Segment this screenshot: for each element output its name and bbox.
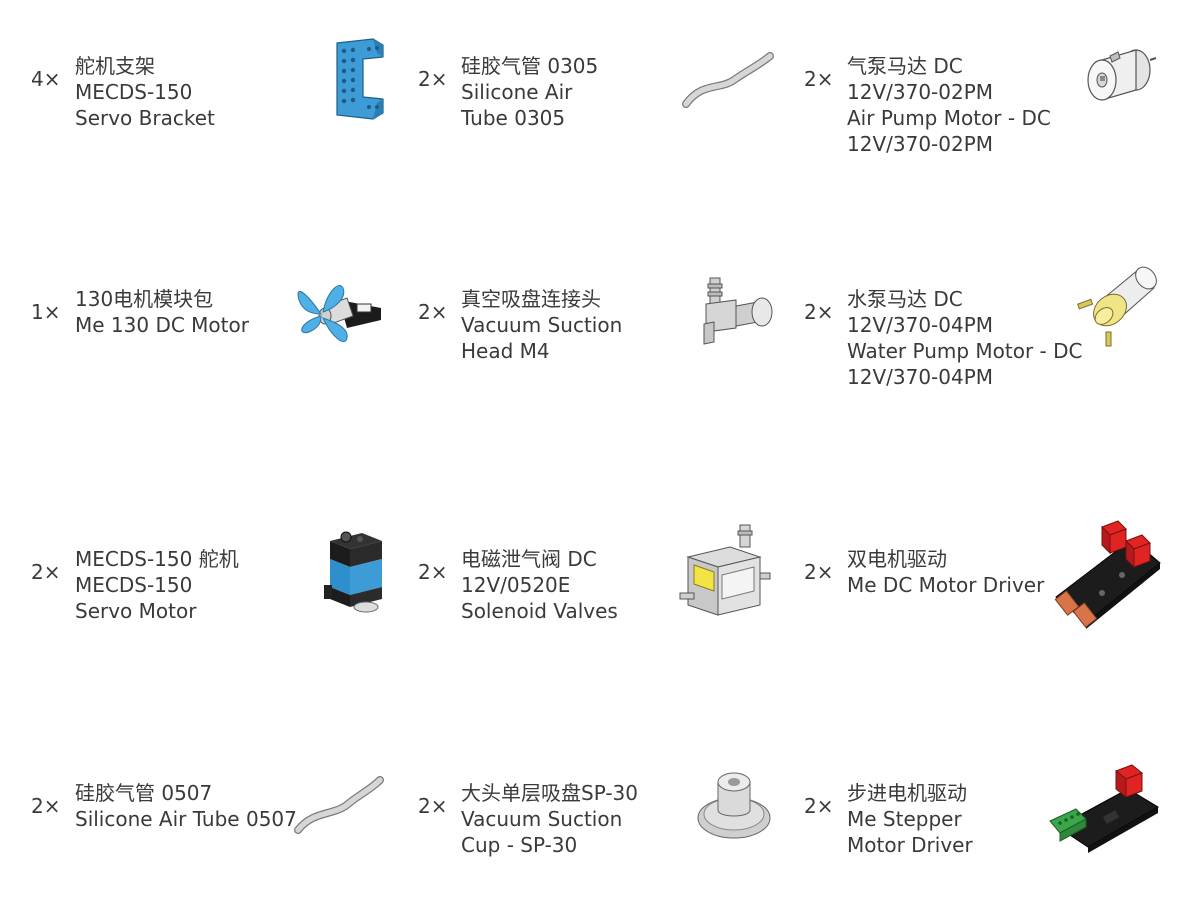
suction-head-icon <box>700 276 776 350</box>
part-quantity: 2× <box>31 794 61 818</box>
part-description: 电磁泄气阀 DC 12V/0520E Solenoid Valves <box>461 546 618 624</box>
part-name-en: Me 130 DC Motor <box>75 313 249 337</box>
part-name-en: Air Pump Motor - DC <box>847 106 1051 130</box>
part-description: 真空吸盘连接头 Vacuum Suction Head M4 <box>461 286 622 364</box>
part-description: 双电机驱动 Me DC Motor Driver <box>847 546 1044 598</box>
part-model: MECDS-150 <box>75 80 193 104</box>
part-name-zh: 硅胶气管 0507 <box>75 781 213 805</box>
part-name-zh: 真空吸盘连接头 <box>461 287 601 311</box>
part-name-en: Silicone Air Tube 0507 <box>75 807 297 831</box>
part-name-zh: 步进电机驱动 <box>847 781 967 805</box>
suction-cup-icon <box>694 766 774 842</box>
part-description: 步进电机驱动 Me Stepper Motor Driver <box>847 780 973 858</box>
part-model: 12V/370-02PM <box>847 132 994 156</box>
part-name-en: Vacuum Suction <box>461 807 623 831</box>
part-description: 硅胶气管 0305 Silicone Air Tube 0305 <box>461 53 598 131</box>
part-model: 12V/0520E <box>461 573 571 597</box>
part-quantity: 1× <box>31 300 61 324</box>
part-quantity: 2× <box>31 560 61 584</box>
servo-bracket-icon <box>333 37 391 121</box>
part-name-en: Head M4 <box>461 339 550 363</box>
silicone-tube-icon <box>294 776 384 836</box>
part-name-zh: 水泵马达 DC <box>847 287 963 311</box>
servo-motor-icon <box>322 527 388 615</box>
part-quantity: 2× <box>804 794 834 818</box>
part-description: 舵机支架 MECDS-150 Servo Bracket <box>75 53 215 131</box>
part-description: 水泵马达 DC 12V/370-04PM Water Pump Motor - … <box>847 286 1083 390</box>
part-quantity: 4× <box>31 67 61 91</box>
part-name-zh: 气泵马达 DC <box>847 54 963 78</box>
part-model: 12V/370-02PM <box>847 80 994 104</box>
dc-motor-fan-icon <box>295 278 387 352</box>
part-name-en: Solenoid Valves <box>461 599 618 623</box>
part-name-en: Servo Bracket <box>75 106 215 130</box>
part-quantity: 2× <box>804 67 834 91</box>
part-description: 硅胶气管 0507 Silicone Air Tube 0507 <box>75 780 297 832</box>
solenoid-valve-icon <box>679 521 772 619</box>
part-description: 130电机模块包 Me 130 DC Motor <box>75 286 249 338</box>
part-name-zh: 舵机支架 <box>75 54 155 78</box>
part-model: MECDS-150 <box>75 573 193 597</box>
part-name-en: Water Pump Motor - DC <box>847 339 1083 363</box>
part-name-en: Me Stepper <box>847 807 962 831</box>
water-pump-motor-icon <box>1074 264 1160 348</box>
stepper-driver-icon <box>1048 763 1160 855</box>
part-name-zh: 双电机驱动 <box>847 547 947 571</box>
part-name-en: Cup - SP-30 <box>461 833 578 857</box>
part-name-en: Me DC Motor Driver <box>847 573 1045 597</box>
part-quantity: 2× <box>418 794 448 818</box>
part-quantity: 2× <box>804 300 834 324</box>
dc-motor-driver-icon <box>1052 519 1162 637</box>
part-description: 大头单层吸盘SP-30 Vacuum Suction Cup - SP-30 <box>461 780 638 858</box>
part-name-zh: 130电机模块包 <box>75 287 214 311</box>
part-quantity: 2× <box>418 300 448 324</box>
part-name-zh: 电磁泄气阀 DC <box>461 547 597 571</box>
air-pump-motor-icon <box>1080 46 1160 108</box>
part-name-en: Servo Motor <box>75 599 197 623</box>
part-name-en: Vacuum Suction <box>461 313 623 337</box>
part-model: 12V/370-04PM <box>847 313 994 337</box>
silicone-tube-icon <box>682 52 774 110</box>
part-name-en: Tube 0305 <box>461 106 566 130</box>
part-name-zh: 大头单层吸盘SP-30 <box>461 781 638 805</box>
part-model: 12V/370-04PM <box>847 365 994 389</box>
part-quantity: 2× <box>418 560 448 584</box>
part-quantity: 2× <box>418 67 448 91</box>
part-name-zh: MECDS-150 舵机 <box>75 547 239 571</box>
part-name-en: Silicone Air <box>461 80 573 104</box>
part-description: 气泵马达 DC 12V/370-02PM Air Pump Motor - DC… <box>847 53 1051 157</box>
part-quantity: 2× <box>804 560 834 584</box>
part-name-zh: 硅胶气管 0305 <box>461 54 599 78</box>
part-name-en: Motor Driver <box>847 833 973 857</box>
part-description: MECDS-150 舵机 MECDS-150 Servo Motor <box>75 546 239 624</box>
